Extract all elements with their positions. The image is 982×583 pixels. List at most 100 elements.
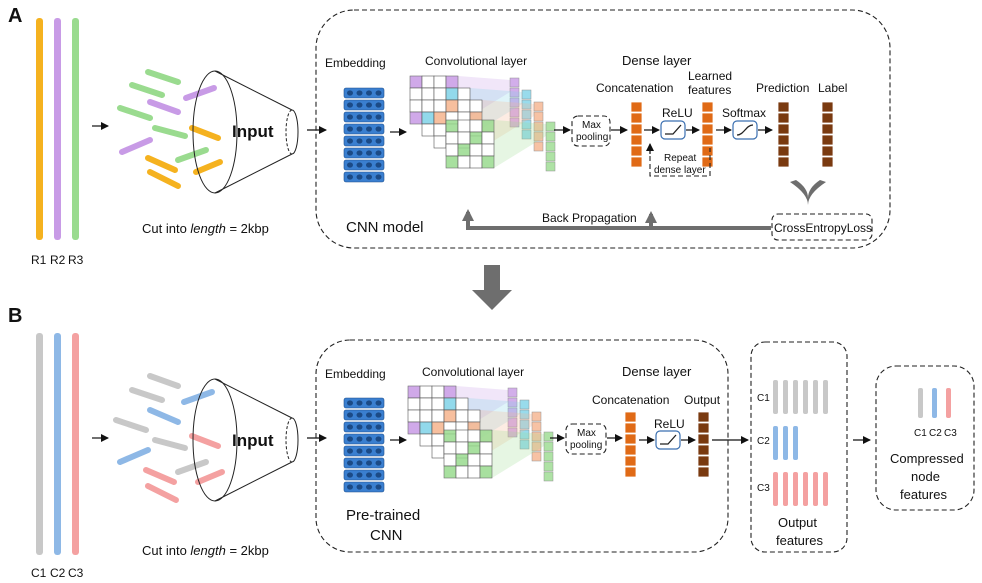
embedding-cell: [366, 150, 372, 156]
read-label-r2: R2: [50, 253, 66, 267]
embedding-cell: [366, 400, 372, 406]
input-funnel-a: [192, 70, 299, 194]
softmax-label: Softmax: [722, 106, 766, 120]
conv-cell: [445, 143, 459, 157]
relu-icon: [660, 120, 686, 140]
embedding-cell: [366, 174, 372, 180]
conv-projection: [492, 430, 544, 478]
relu-icon-b: [655, 430, 681, 450]
feature-map-cell: [509, 107, 520, 118]
conv-cell: [455, 409, 469, 423]
conv-cell: [479, 441, 493, 455]
output-feature-bar: [773, 426, 778, 460]
embedding-row: [343, 469, 385, 481]
embedding-cell: [375, 162, 382, 168]
embedding-cell: [356, 114, 363, 120]
conv-cell: [445, 119, 459, 133]
learned-features-label-1: Learned: [688, 69, 732, 83]
output-feature-bar: [783, 380, 788, 414]
conv-cell: [443, 441, 457, 455]
feature-map-cell: [509, 97, 520, 108]
vector-cell: [701, 156, 714, 168]
conv-cell: [445, 87, 459, 101]
conv-cell: [467, 453, 481, 467]
loss-label: CrossEntropyLoss: [774, 221, 872, 235]
feature-map-cell: [543, 451, 554, 462]
embedding-cell: [356, 400, 363, 406]
input-label-a: Input: [232, 122, 274, 141]
vector-cell: [697, 433, 710, 445]
embedding-cell: [366, 162, 372, 168]
repeat-dense-label-1: Repeat: [664, 153, 696, 164]
conv-cell: [433, 75, 447, 89]
conv-cell: [407, 421, 421, 435]
conv-cell: [431, 445, 445, 459]
vector-cell: [701, 123, 714, 135]
embedding-row: [343, 421, 385, 433]
feature-map-cell: [519, 429, 530, 440]
vector-cell: [697, 411, 710, 423]
conv-cell: [419, 385, 433, 399]
transfer-arrow-icon: [472, 265, 512, 310]
conv-cell: [443, 409, 457, 423]
compressed-title-3: features: [900, 487, 947, 502]
contig-fragments: [113, 373, 225, 503]
feature-map-cell: [507, 407, 518, 418]
vector-cell: [624, 455, 637, 467]
feature-map-cell: [509, 77, 520, 88]
embedding-row: [343, 481, 385, 493]
vector-cell: [624, 422, 637, 434]
output-vector-b: [697, 411, 710, 478]
output-features-box: [750, 341, 848, 553]
vector-cell: [821, 156, 834, 168]
dense-layer-label-a: Dense layer: [622, 53, 692, 68]
embedding-matrix-b: [343, 397, 385, 493]
conv-cell: [455, 453, 469, 467]
compressed-features-box: [875, 365, 975, 511]
feature-map-cell: [531, 411, 542, 422]
embedding-cell: [356, 460, 363, 466]
conv-cell: [467, 409, 481, 423]
feature-map-cell: [545, 151, 556, 162]
embedding-row: [343, 409, 385, 421]
conv-cell: [407, 397, 421, 411]
embedding-cell: [347, 102, 353, 108]
compressed-bar-c3: [946, 388, 951, 418]
repeat-dense-label-2: dense layer: [654, 165, 706, 176]
arrow-to-loss-icon: [790, 180, 826, 205]
output-feature-bar: [793, 472, 798, 506]
conv-layer-label-b: Convolutional layer: [422, 365, 524, 379]
feature-map-cell: [519, 439, 530, 450]
feature-map-cell: [521, 89, 532, 100]
embedding-cell: [347, 484, 353, 490]
feature-map-cell: [519, 419, 530, 430]
embedding-cell: [375, 138, 382, 144]
panel-b-letter: B: [8, 305, 22, 327]
embedding-row: [343, 397, 385, 409]
output-feature-bar: [773, 472, 778, 506]
embedding-cell: [375, 436, 382, 442]
conv-cell: [421, 111, 435, 125]
conv-cell: [433, 87, 447, 101]
conv-cell: [457, 155, 471, 169]
prediction-vector: [777, 101, 790, 168]
max-pooling-label-b-2: pooling: [570, 440, 602, 451]
embedding-cell: [356, 102, 363, 108]
conv-cell: [479, 429, 493, 443]
feature-map-cell: [521, 109, 532, 120]
vector-cell: [821, 134, 834, 146]
conv-cell: [431, 433, 445, 447]
conv-cell: [421, 123, 435, 137]
prediction-label: Prediction: [756, 81, 809, 95]
embedding-cell: [366, 472, 372, 478]
embedding-cell: [366, 90, 372, 96]
embedding-cell: [356, 162, 363, 168]
feature-map-cell: [545, 131, 556, 142]
conv-cell: [467, 465, 481, 479]
feature-map-cell: [533, 141, 544, 152]
contig-bar-c3: [72, 333, 79, 555]
embedding-cell: [375, 90, 382, 96]
conv-cell: [469, 131, 483, 145]
embedding-cell: [347, 162, 353, 168]
embedding-row: [343, 457, 385, 469]
